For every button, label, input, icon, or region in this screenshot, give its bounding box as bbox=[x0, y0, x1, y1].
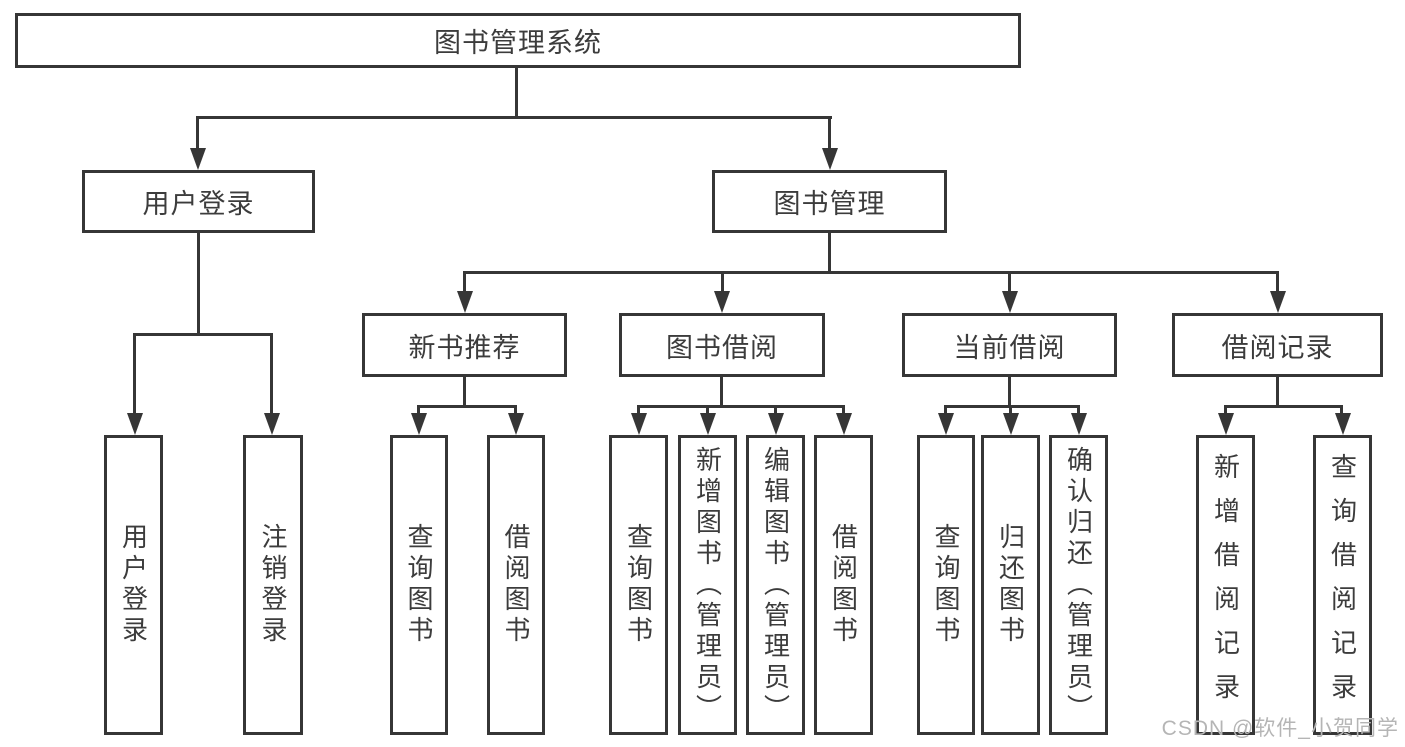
leaf-borrow-books-recommend: 借阅图书 bbox=[487, 435, 545, 735]
connector-stem bbox=[774, 405, 777, 417]
connector-book-mgmt-trunk bbox=[828, 233, 831, 273]
connector-stem bbox=[1340, 405, 1343, 417]
connector-user-login-span bbox=[133, 333, 273, 336]
connector-user-login-trunk bbox=[197, 233, 200, 335]
arrow-down-icon bbox=[836, 413, 852, 435]
connector-stem bbox=[828, 116, 831, 152]
connector-stem bbox=[463, 271, 466, 295]
arrow-down-icon bbox=[411, 413, 427, 435]
leaf-confirm-return-admin: 确认归还（管理员） bbox=[1049, 435, 1108, 735]
connector-span bbox=[417, 405, 517, 408]
arrow-down-icon bbox=[1335, 413, 1351, 435]
connector-root-trunk bbox=[515, 67, 518, 118]
arrow-down-icon bbox=[700, 413, 716, 435]
connector-stem bbox=[133, 333, 136, 417]
arrow-down-icon bbox=[1218, 413, 1234, 435]
leaf-query-borrow-record: 查询借阅记录 bbox=[1313, 435, 1372, 735]
connector-stem bbox=[270, 333, 273, 417]
connector-stem bbox=[637, 405, 640, 417]
connector-stem bbox=[1009, 405, 1012, 417]
connector-stem bbox=[842, 405, 845, 417]
leaf-borrow-books: 借阅图书 bbox=[814, 435, 873, 735]
connector-span bbox=[637, 405, 845, 408]
connector-stem bbox=[1008, 271, 1011, 295]
connector-trunk bbox=[1276, 377, 1279, 407]
leaf-add-borrow-record: 新增借阅记录 bbox=[1196, 435, 1255, 735]
leaf-edit-book-admin: 编辑图书（管理员） bbox=[746, 435, 805, 735]
connector-trunk bbox=[1008, 377, 1011, 407]
connector-span bbox=[944, 405, 1080, 408]
leaf-query-books-current: 查询图书 bbox=[917, 435, 975, 735]
leaf-query-books-borrowing: 查询图书 bbox=[609, 435, 668, 735]
node-new-book-recommendation: 新书推荐 bbox=[362, 313, 567, 377]
connector-stem bbox=[514, 405, 517, 417]
arrow-down-icon bbox=[508, 413, 524, 435]
connector-root-span bbox=[196, 116, 832, 119]
arrow-down-icon bbox=[1270, 291, 1286, 313]
arrow-down-icon bbox=[1003, 413, 1019, 435]
connector-stem bbox=[1077, 405, 1080, 417]
arrow-down-icon bbox=[1071, 413, 1087, 435]
watermark-text: CSDN @软件_小贺同学 bbox=[1161, 717, 1399, 740]
arrow-down-icon bbox=[822, 148, 838, 170]
arrow-down-icon bbox=[768, 413, 784, 435]
node-current-borrowing: 当前借阅 bbox=[902, 313, 1117, 377]
arrow-down-icon bbox=[457, 291, 473, 313]
leaf-add-book-admin: 新增图书（管理员） bbox=[678, 435, 737, 735]
connector-stem bbox=[417, 405, 420, 417]
arrow-down-icon bbox=[264, 413, 280, 435]
node-borrowing-records: 借阅记录 bbox=[1172, 313, 1383, 377]
arrow-down-icon bbox=[1002, 291, 1018, 313]
connector-span bbox=[1224, 405, 1343, 408]
connector-trunk bbox=[463, 377, 466, 407]
connector-book-mgmt-span bbox=[463, 271, 1279, 274]
arrow-down-icon bbox=[190, 148, 206, 170]
node-book-management: 图书管理 bbox=[712, 170, 947, 233]
connector-trunk bbox=[720, 377, 723, 407]
leaf-user-login: 用户登录 bbox=[104, 435, 163, 735]
node-user-login: 用户登录 bbox=[82, 170, 315, 233]
node-library-system: 图书管理系统 bbox=[15, 13, 1021, 68]
connector-stem bbox=[1276, 271, 1279, 295]
connector-stem bbox=[1224, 405, 1227, 417]
connector-stem bbox=[196, 116, 199, 152]
arrow-down-icon bbox=[127, 413, 143, 435]
leaf-query-books-recommend: 查询图书 bbox=[390, 435, 448, 735]
leaf-logout: 注销登录 bbox=[243, 435, 303, 735]
arrow-down-icon bbox=[631, 413, 647, 435]
arrow-down-icon bbox=[938, 413, 954, 435]
node-book-borrowing: 图书借阅 bbox=[619, 313, 825, 377]
connector-stem bbox=[944, 405, 947, 417]
connector-stem bbox=[721, 271, 724, 295]
connector-stem bbox=[706, 405, 709, 417]
leaf-return-book: 归还图书 bbox=[981, 435, 1040, 735]
arrow-down-icon bbox=[714, 291, 730, 313]
